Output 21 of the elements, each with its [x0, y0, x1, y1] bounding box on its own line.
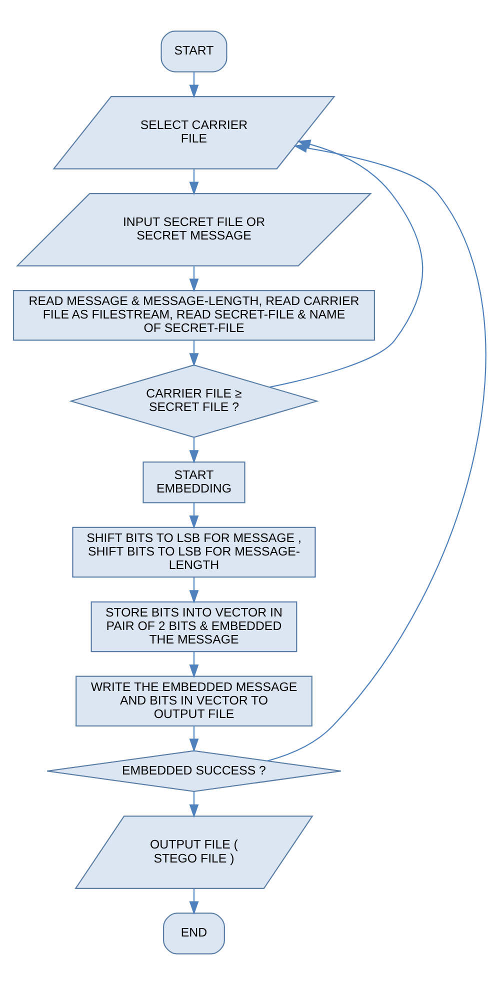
arrow — [188, 168, 198, 195]
node-box: WRITE THE EMBEDDED MESSAGE AND BITS IN VECTOR TO OUTPUT FILE — [75, 675, 312, 726]
arrow — [188, 72, 198, 98]
node-box: START EMBEDDING — [142, 460, 245, 503]
node-box: START — [160, 30, 227, 72]
arrow — [188, 888, 198, 914]
node-box: READ MESSAGE & MESSAGE-LENGTH, READ CARRIER FILE AS FILESTREAM, READ SECRET-FILE & NAME OF SECRET-FILE — [12, 290, 375, 340]
node-box: END — [162, 912, 224, 954]
node-box: SHIFT BITS TO LSB FOR MESSAGE , SHIFT BITS TO LSB FOR MESSAGE-LENGTH — [72, 526, 316, 578]
arrow — [188, 502, 198, 529]
arrow — [188, 340, 198, 366]
node-box: STORE BITS INTO VECTOR IN PAIR OF 2 BITS & EMBEDDED THE MESSAGE — [90, 600, 297, 652]
arrow — [188, 266, 198, 292]
node-diamond: CARRIER FILE ≥ SECRET FILE ? — [68, 364, 318, 438]
arrow — [188, 437, 198, 464]
arrow — [188, 576, 198, 604]
node-diamond: EMBEDDED SUCCESS ? — [46, 750, 341, 792]
arrow — [266, 142, 486, 761]
arrow — [188, 651, 198, 678]
arrow — [188, 726, 198, 752]
arrow — [188, 791, 198, 818]
